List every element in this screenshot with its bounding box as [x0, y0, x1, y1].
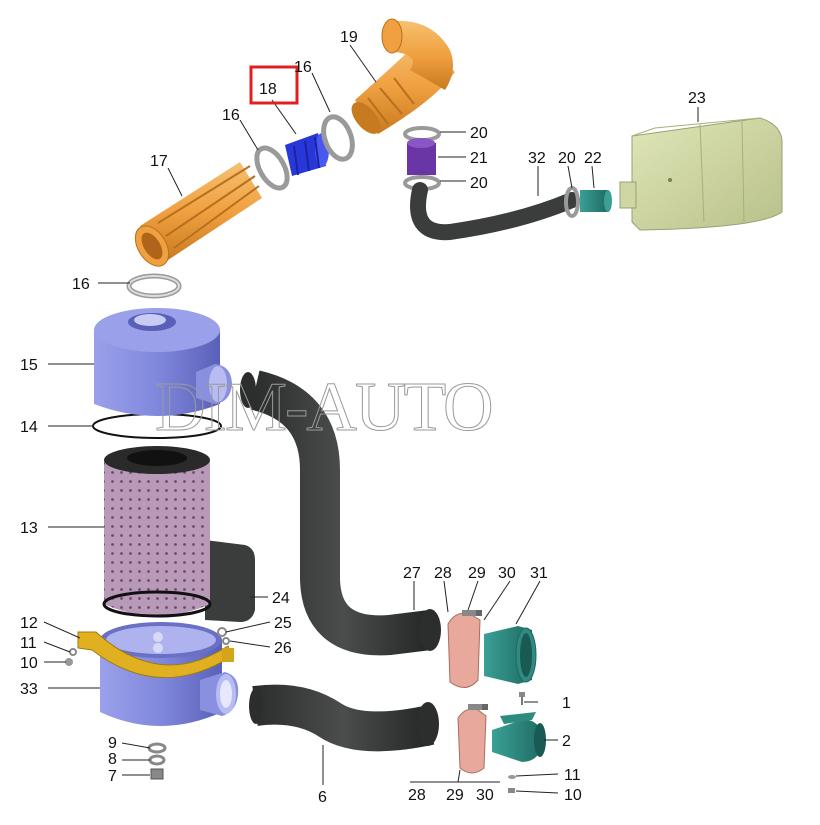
highlight-box-18: [249, 65, 299, 105]
label-part-17: 17: [150, 153, 168, 170]
label-part-18: 18: [259, 81, 277, 98]
label-part-10-lower: 10: [564, 787, 582, 804]
clamp-nut-30-upper: [476, 610, 482, 616]
hose-clamp-16-left: [254, 145, 290, 191]
nut-7: [150, 768, 164, 780]
leader-lines: [43, 44, 699, 794]
label-part-32: 32: [528, 150, 546, 167]
label-part-20-lower: 20: [470, 175, 488, 192]
washer-11-upper: [69, 648, 77, 656]
mounting-plate-24: [205, 540, 255, 622]
washer-26: [222, 637, 230, 645]
label-part-30-lower: 30: [476, 787, 494, 804]
label-part-16-left: 16: [222, 107, 240, 124]
watermark-text: DIM-AUTO: [155, 369, 492, 446]
clamp-nut-30-lower: [482, 704, 488, 710]
label-part-15: 15: [20, 357, 38, 374]
intake-elbow-19: [351, 18, 455, 134]
intake-hose-6: [249, 684, 439, 752]
label-part-27: 27: [403, 565, 421, 582]
hose-clamp-16-right: [321, 114, 355, 162]
hose-clamp-16-bottom: [126, 273, 182, 299]
label-part-11-lower: 11: [564, 767, 581, 784]
coupling-sleeve-18: [285, 133, 329, 176]
washer-25: [217, 627, 227, 637]
label-part-9: 9: [108, 735, 117, 752]
label-part-6: 6: [318, 789, 327, 806]
label-part-28-lower: 28: [408, 787, 426, 804]
connector-31: [484, 626, 537, 684]
clamp-bolt-29-upper: [462, 610, 476, 616]
intake-bellows-17: [134, 162, 262, 267]
bolt-1: [519, 692, 525, 705]
label-part-16-bottom: 16: [72, 276, 90, 293]
label-part-29-lower: 29: [446, 787, 464, 804]
label-part-28-upper: 28: [434, 565, 452, 582]
label-part-20-right: 20: [558, 150, 576, 167]
label-part-22: 22: [584, 150, 602, 167]
washer-11-lower: [508, 775, 516, 779]
label-part-31: 31: [530, 565, 548, 582]
callout-labels: 1 2 6 7 8 9 10 10 11 11 12 13 14 15 16 1…: [20, 29, 706, 806]
label-part-24: 24: [272, 590, 290, 607]
clamp-bracket-12: [77, 631, 234, 679]
label-part-19: 19: [340, 29, 358, 46]
label-part-30-upper: 30: [498, 565, 516, 582]
washer-9: [147, 742, 167, 754]
elbow-connector-2: [492, 712, 546, 762]
sleeve-21: [407, 138, 436, 175]
breather-hose-32: [410, 182, 580, 241]
washer-8: [148, 754, 166, 766]
label-part-8: 8: [108, 751, 117, 768]
label-part-2: 2: [562, 733, 571, 750]
filter-element-13: [102, 446, 212, 618]
label-part-12: 12: [20, 615, 38, 632]
upper-cover-15: [94, 308, 232, 416]
label-part-1: 1: [562, 695, 571, 712]
label-part-25: 25: [274, 615, 292, 632]
label-part-16-right: 16: [294, 59, 312, 76]
reservoir-tank-23: [619, 117, 783, 231]
label-part-26: 26: [274, 640, 292, 657]
label-part-11-upper: 11: [20, 635, 37, 652]
nut-10-lower: [508, 788, 515, 793]
label-part-10-upper: 10: [20, 655, 38, 672]
label-part-23: 23: [688, 90, 706, 107]
label-part-7: 7: [108, 768, 117, 785]
clamp-bolt-29-lower: [468, 704, 482, 710]
clamp-band-28-upper: [447, 612, 481, 688]
label-part-29-upper: 29: [468, 565, 486, 582]
label-part-33: 33: [20, 681, 38, 698]
clamp-band-28-lower: [457, 708, 487, 774]
intake-hose-27: [240, 370, 441, 656]
adapter-22: [580, 190, 612, 212]
nut-10-upper: [65, 658, 73, 666]
label-part-20-upper: 20: [470, 125, 488, 142]
label-part-14: 14: [20, 419, 38, 436]
label-part-21: 21: [470, 150, 488, 167]
label-part-13: 13: [20, 520, 38, 537]
